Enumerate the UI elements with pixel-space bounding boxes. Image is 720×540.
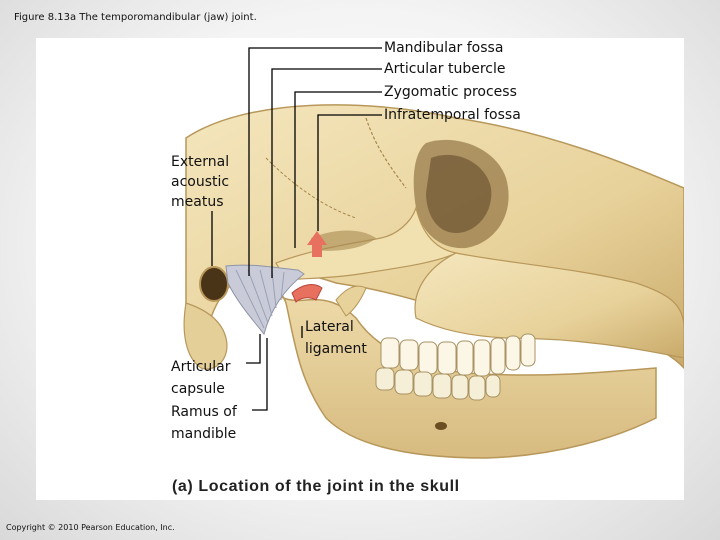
lower-teeth	[375, 367, 501, 401]
figure-caption: (a) Location of the joint in the skull	[172, 478, 460, 495]
infratemporal-fossa-shadow	[311, 230, 376, 251]
arrow-marker	[307, 231, 327, 257]
mental-foramen	[435, 422, 447, 430]
label-external-acoustic-meatus: External acoustic meatus	[171, 154, 230, 210]
copyright-notice: Copyright © 2010 Pearson Education, Inc.	[6, 523, 175, 532]
external-acoustic-meatus	[199, 266, 229, 302]
ligament-fibers	[235, 269, 285, 329]
label-ramus-of-mandible: Ramus of mandible	[171, 404, 237, 442]
orbit	[413, 139, 509, 249]
label-zygomatic-process: Zygomatic process	[384, 84, 517, 100]
articular-disc	[291, 284, 323, 303]
orbit-shadow	[426, 154, 492, 233]
mastoid-process	[183, 302, 228, 370]
leader-lines	[211, 47, 382, 411]
label-articular-tubercle: Articular tubercle	[384, 61, 506, 77]
label-lateral-ligament: Lateral ligament	[305, 319, 367, 357]
coronoid-process	[335, 285, 367, 317]
label-infratemporal-fossa: Infratemporal fossa	[384, 107, 521, 123]
figure-title: Figure 8.13a The temporomandibular (jaw)…	[14, 12, 257, 23]
maxilla	[414, 252, 684, 359]
label-articular-capsule: Articular capsule	[171, 359, 231, 397]
suture	[365, 117, 407, 189]
lateral-ligament	[225, 264, 305, 336]
illustration-panel: Mandibular fossa Articular tubercle Zygo…	[36, 38, 684, 500]
skull-illustration	[183, 47, 684, 459]
label-mandibular-fossa: Mandibular fossa	[384, 40, 504, 56]
upper-teeth	[380, 333, 536, 377]
